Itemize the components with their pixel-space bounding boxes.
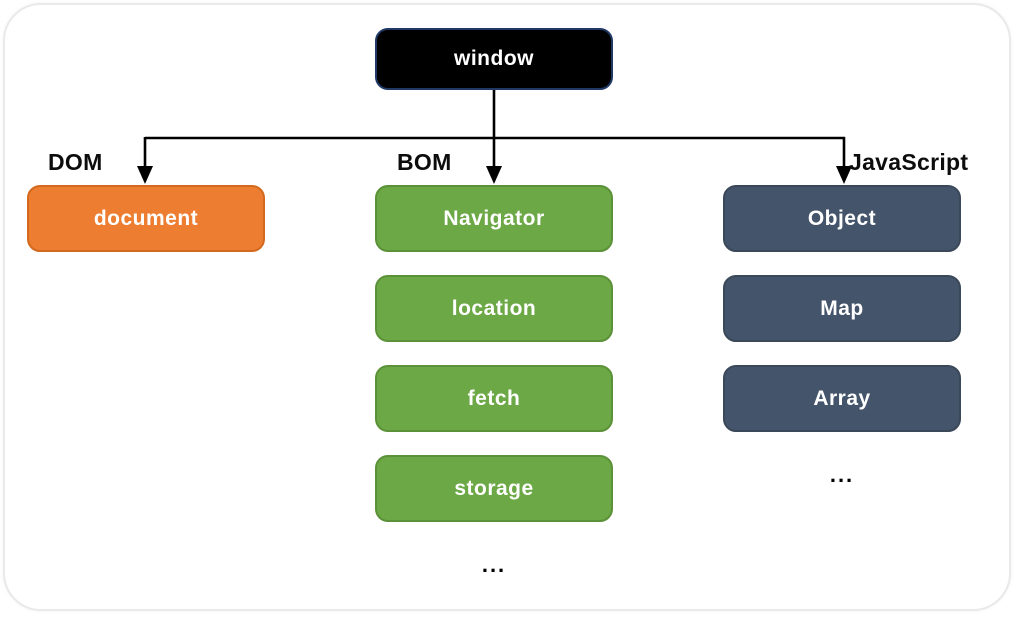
node-document: document: [27, 185, 265, 252]
node-window: window: [375, 28, 613, 90]
node-location: location: [375, 275, 613, 342]
node-array: Array: [723, 365, 961, 432]
node-fetch: fetch: [375, 365, 613, 432]
branch-label-dom: DOM: [48, 149, 103, 175]
node-object: Object: [723, 185, 961, 252]
bom-ellipsis: ...: [481, 552, 507, 577]
branch-label-bom: BOM: [397, 149, 452, 175]
javascript-ellipsis: ...: [829, 462, 855, 487]
node-map: Map: [723, 275, 961, 342]
branch-label-javascript: JavaScript: [849, 149, 969, 175]
node-navigator: Navigator: [375, 185, 613, 252]
node-storage: storage: [375, 455, 613, 522]
